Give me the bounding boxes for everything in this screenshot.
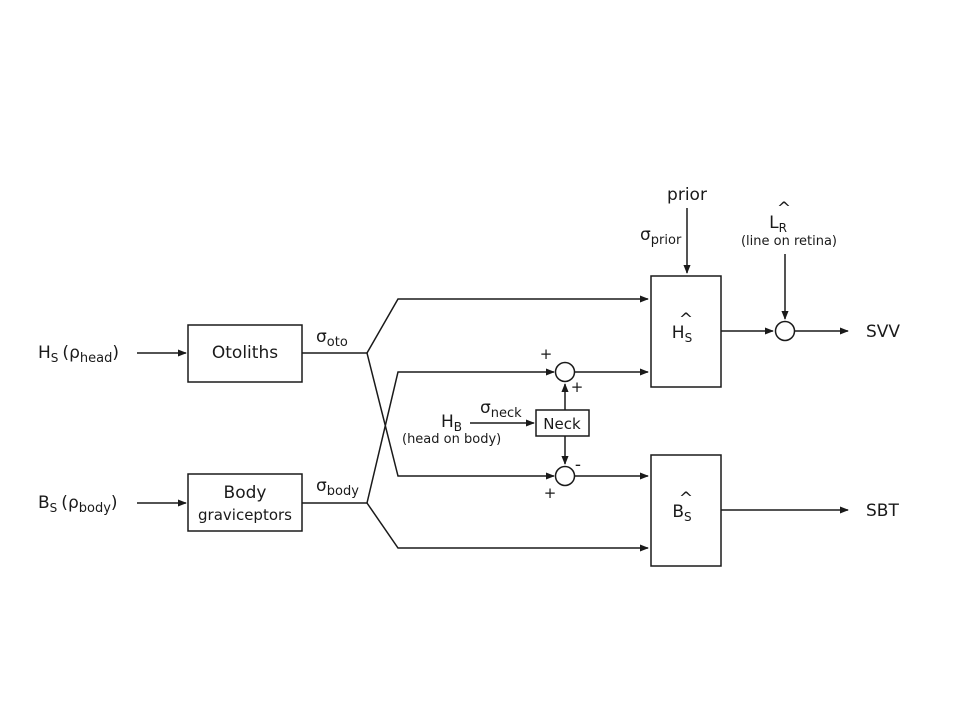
body-graviceptors-block <box>187 473 303 532</box>
sigma-body-label: σbody <box>316 476 359 499</box>
body-label-line1: Body <box>224 483 267 503</box>
body-to-upper-sum-arrow <box>366 368 555 504</box>
lr-hat: ^ <box>777 199 791 219</box>
otoliths-block <box>187 324 303 383</box>
lr-label: LR <box>769 213 787 235</box>
body-to-bs-arrow <box>366 502 649 552</box>
bs-estimate-label: BS <box>672 502 691 524</box>
neck-label: Neck <box>543 415 581 433</box>
upper-sum-plus-bottom: + <box>571 378 584 396</box>
sigma-neck-label: σneck <box>480 398 522 421</box>
lower-sum-junction <box>554 465 576 487</box>
lower-sum-plus: + <box>544 484 557 502</box>
hs-estimate-block <box>650 275 722 388</box>
prior-label: prior <box>667 185 707 205</box>
hs-estimate-hat: ^ <box>679 310 693 330</box>
upper-sum-junction <box>554 361 576 383</box>
hs-estimate-label: HS <box>672 323 692 345</box>
body-label-line2: graviceptors <box>198 506 292 524</box>
sbt-output-label: SBT <box>866 501 899 521</box>
otoliths-label: Otoliths <box>212 343 278 363</box>
hb-input-label: HB <box>441 412 462 434</box>
otoliths-to-hs-arrow <box>366 295 649 354</box>
hs-input-label: HS(ρhead) <box>38 343 119 366</box>
output-sum-junction <box>774 320 796 342</box>
bs-input-label: BS(ρbody) <box>38 493 118 516</box>
neck-block <box>535 409 590 437</box>
lower-sum-minus: - <box>575 455 581 475</box>
hb-note-label: (head on body) <box>402 432 501 447</box>
sigma-oto-label: σoto <box>316 327 348 350</box>
sigma-prior-label: σprior <box>640 225 682 248</box>
lr-note-label: (line on retina) <box>741 234 837 249</box>
bs-estimate-hat: ^ <box>679 489 693 509</box>
svv-output-label: SVV <box>866 322 900 342</box>
otoliths-to-lower-sum-arrow <box>366 352 555 480</box>
upper-sum-plus-top: + <box>540 345 553 363</box>
